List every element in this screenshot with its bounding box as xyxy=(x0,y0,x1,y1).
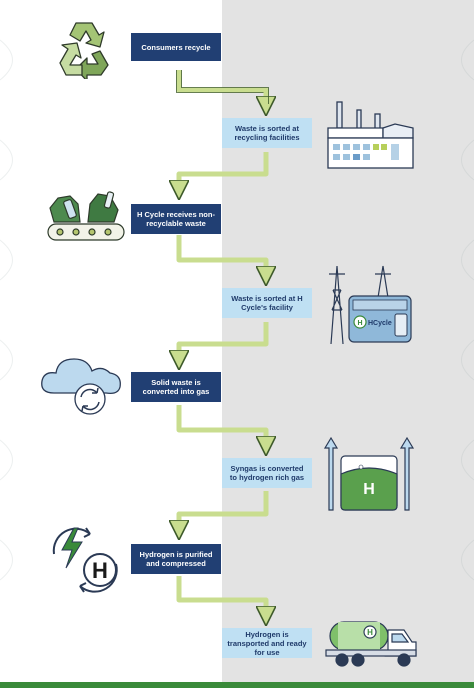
step-3-label: H Cycle receives non-recyclable waste xyxy=(137,210,215,228)
right-decorative-pattern xyxy=(461,39,474,581)
step-6-label: Syngas is converted to hydrogen rich gas xyxy=(229,464,305,482)
svg-text:H: H xyxy=(363,481,375,498)
hydrogen-truck-icon: H xyxy=(325,621,417,667)
step-5-box: Solid waste is converted into gas xyxy=(131,372,221,402)
step-1-label: Consumers recycle xyxy=(141,42,211,52)
arrow-4 xyxy=(179,322,269,360)
recycling-facility-icon xyxy=(327,101,414,169)
step-1-box: Consumers recycle xyxy=(131,33,221,61)
hydrogen-gas-icon: H xyxy=(323,436,415,511)
hcycle-facility-icon: H HCycle xyxy=(329,265,412,345)
arrow-7 xyxy=(176,576,266,616)
step-2-label: Waste is sorted at recycling facilities xyxy=(234,124,300,142)
step-4-label: Waste is sorted at H Cycle's facility xyxy=(231,294,303,312)
arrow-3 xyxy=(176,235,266,276)
left-decorative-pattern xyxy=(0,39,13,581)
step-4-box: Waste is sorted at H Cycle's facility xyxy=(222,288,312,318)
svg-text:H: H xyxy=(92,558,108,583)
svg-text:H: H xyxy=(357,320,362,327)
step-8-box: Hydrogen is transported and ready for us… xyxy=(222,628,312,658)
step-7-label: Hydrogen is purified and compressed xyxy=(139,550,213,568)
svg-text:HCycle: HCycle xyxy=(368,320,392,327)
bottom-accent-bar xyxy=(0,682,474,688)
recycle-icon xyxy=(59,22,109,79)
step-5-label: Solid waste is converted into gas xyxy=(142,378,210,396)
step-7-box: Hydrogen is purified and compressed xyxy=(131,544,221,574)
step-8-label: Hydrogen is transported and ready for us… xyxy=(227,629,307,657)
step-2-box: Waste is sorted at recycling facilities xyxy=(222,118,312,148)
arrow-5 xyxy=(176,405,266,446)
svg-text:H: H xyxy=(367,628,373,637)
waste-conveyor-icon xyxy=(47,191,125,241)
step-6-box: Syngas is converted to hydrogen rich gas xyxy=(222,458,312,488)
cloud-conversion-icon xyxy=(41,358,121,415)
arrow-6 xyxy=(179,491,269,530)
arrow-1 xyxy=(176,70,266,106)
step-3-box: H Cycle receives non-recyclable waste xyxy=(131,204,221,234)
hydrogen-purify-icon: H xyxy=(52,527,118,593)
arrow-2 xyxy=(179,152,269,190)
